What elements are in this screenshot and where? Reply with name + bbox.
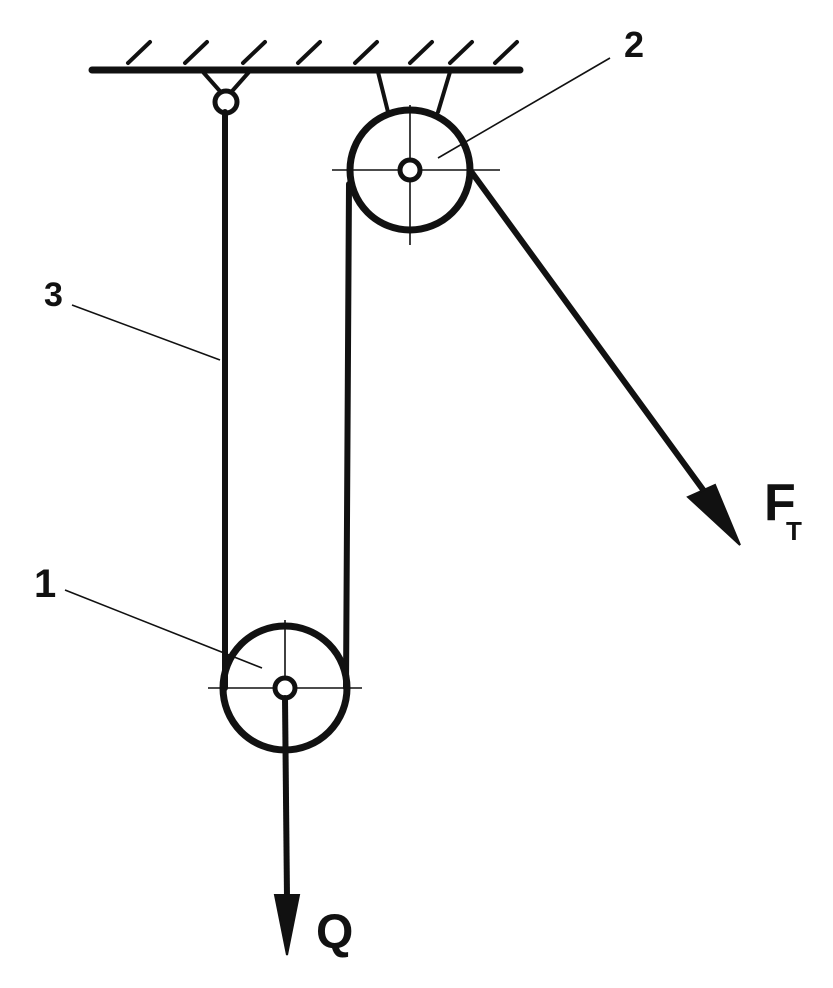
rope-anchor [201,70,251,116]
pulley-bracket [376,70,452,114]
label-pulley-1: 1 [34,562,56,606]
label-force-pull: F [764,474,796,532]
rope [222,109,352,691]
pull-force-arrow [467,167,741,546]
fixed-pulley-axle [397,157,423,183]
leader-lines [64,57,611,669]
label-force-pull-subscript: T [786,516,802,546]
ceiling-hatching [126,40,519,65]
ceiling-support [88,40,524,74]
movable-pulley-axle [272,675,298,701]
label-load: Q [316,906,353,959]
load-force-arrow [273,695,301,956]
rope-middle-segment [343,181,352,691]
leader-pulley-2 [437,57,611,159]
pull-force-arrowhead [686,483,741,546]
label-pulley-2: 2 [624,24,644,65]
leader-rope-3 [71,304,221,361]
label-rope-3: 3 [44,276,63,314]
leader-pulley-1 [64,589,263,669]
load-force-arrowhead [273,894,301,956]
